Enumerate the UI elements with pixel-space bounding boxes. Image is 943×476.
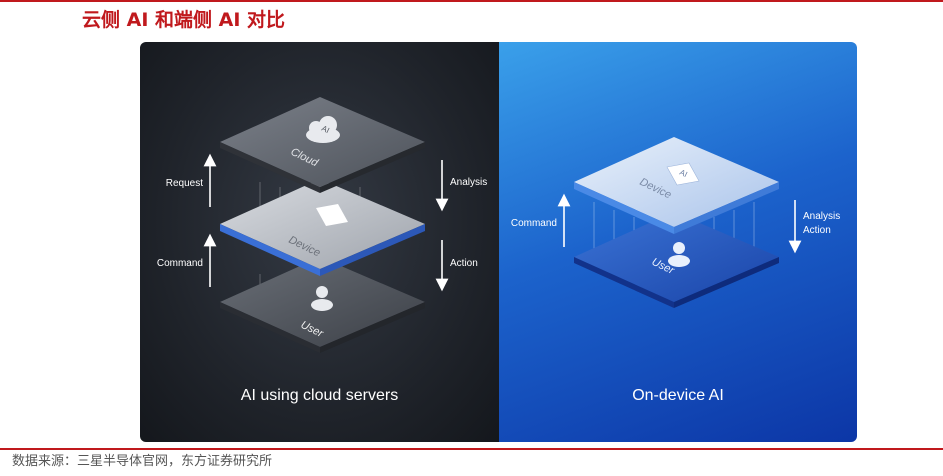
device-layer: Device bbox=[220, 179, 425, 276]
user-icon bbox=[668, 242, 690, 267]
action-arrow: Action bbox=[435, 240, 478, 292]
on-device-ai-diagram: User AI Device Command Analysis Action bbox=[511, 137, 840, 308]
action-label: Action bbox=[803, 225, 831, 236]
cloud-chip-label: AI bbox=[320, 124, 331, 135]
device-chip-label: AI bbox=[678, 168, 689, 179]
command-label: Command bbox=[511, 218, 557, 229]
cloud-icon bbox=[306, 116, 340, 143]
analysis-arrow: Analysis bbox=[435, 160, 487, 212]
user-layer: User bbox=[574, 212, 779, 308]
command-arrow: Command bbox=[511, 193, 571, 247]
figure-title: 云侧 AI 和端侧 AI 对比 bbox=[82, 9, 286, 31]
request-label: Request bbox=[166, 178, 203, 189]
cloud-ai-caption: AI using cloud servers bbox=[240, 387, 399, 404]
user-icon bbox=[311, 286, 333, 311]
on-device-ai-panel: User AI Device Command Analysis Action bbox=[499, 42, 857, 442]
device-chip-icon bbox=[666, 162, 700, 186]
action-label: Action bbox=[450, 258, 478, 269]
analysis-action-arrow: Analysis Action bbox=[788, 200, 840, 254]
cloud-ai-diagram: User Device AI Clo bbox=[157, 97, 487, 353]
request-arrow: Request bbox=[166, 153, 217, 207]
cloud-layer: AI Cloud bbox=[220, 97, 425, 193]
cloud-ai-panel: User Device AI Clo bbox=[140, 42, 499, 442]
top-divider bbox=[0, 0, 943, 2]
device-chip-icon bbox=[316, 204, 348, 226]
bottom-divider bbox=[0, 448, 943, 450]
source-note: 数据来源：三星半导体官网，东方证券研究所 bbox=[12, 454, 273, 469]
comparison-figure: User Device AI Clo bbox=[140, 42, 857, 442]
user-layer: User bbox=[220, 257, 425, 353]
device-layer: AI Device bbox=[574, 137, 779, 234]
analysis-label: Analysis bbox=[803, 211, 840, 222]
on-device-ai-caption: On-device AI bbox=[632, 387, 724, 404]
command-arrow: Command bbox=[157, 233, 217, 287]
command-label: Command bbox=[157, 258, 203, 269]
analysis-label: Analysis bbox=[450, 177, 487, 188]
